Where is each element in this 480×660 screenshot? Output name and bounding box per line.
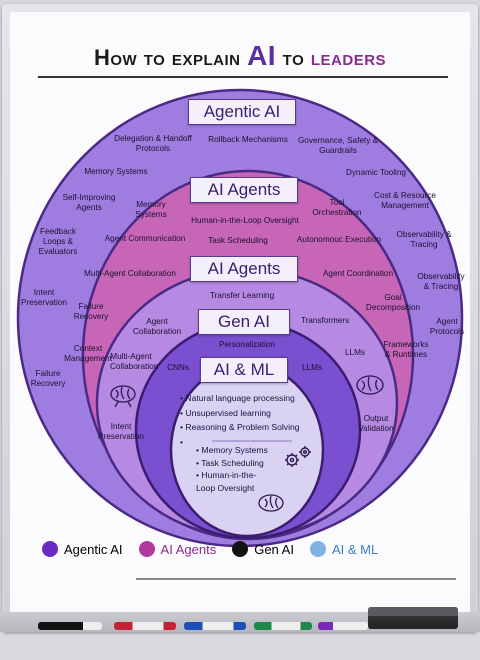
label-context-management: Context Management [64, 344, 112, 363]
whiteboard-eraser[interactable] [368, 607, 458, 629]
legend-label: Gen AI [254, 541, 294, 557]
label-rollback: Rollback Mechanisms [208, 135, 288, 144]
label-autonomous-execution: Autonomouc Execution [296, 235, 382, 244]
label-multi-agent-collab-outer: Multi-Agent Collaboration [84, 269, 176, 278]
list-item: Human-in-the-Loop Oversight [196, 469, 266, 494]
black-marker[interactable] [38, 622, 102, 630]
label-dynamic-tooling: Dynamic Tooling [346, 168, 406, 177]
brain-icon [356, 375, 384, 395]
brain-icon [258, 494, 284, 512]
label-personalization: Personalization [219, 340, 275, 349]
label-llms-outer: LLMs [344, 348, 366, 357]
brain-icon [110, 385, 136, 408]
label-task-scheduling: Task Scheduling [208, 236, 268, 245]
legend-dot [309, 541, 326, 557]
label-human-in-the-loop: Human-in-the-Loop Oversight [191, 216, 299, 225]
gears-icon [285, 446, 311, 467]
legend-label: AI Agents [160, 541, 217, 557]
legend-item-gen-ai: Gen AI [232, 541, 294, 557]
label-multi-agent-collaboration: Multi-Agent Collaboration [110, 352, 159, 371]
label-memory-systems: Memory Systems [135, 200, 167, 219]
green-marker[interactable] [254, 622, 312, 630]
title-part-ai: AI [247, 40, 277, 71]
label-tool-orchestration: Tool Orchestration [312, 198, 362, 217]
label-llms: LLMs [301, 363, 323, 372]
blue-marker[interactable] [184, 622, 246, 630]
label-governance: Governance, Safety & Guardrails [297, 136, 379, 155]
list-item: Task Scheduling [196, 457, 268, 470]
label-output-validation: Output Validation [358, 414, 394, 433]
legend-dot [232, 541, 249, 557]
label-memory-systems-outer: Memory Systems [84, 167, 148, 176]
banner-gen-ai: Gen AI [198, 309, 290, 335]
banner-ai-agents: AI Agents [190, 177, 298, 203]
list-item: Memory Systems [196, 444, 267, 457]
board-line [136, 578, 456, 580]
label-failure-recovery: Failure Recovery [73, 302, 109, 321]
label-transfer-learning: Transfer Learning [209, 291, 275, 300]
label-cost-resource: Cost & Resource Management [374, 191, 436, 210]
label-goal-decomposition: Goal Decomposition [365, 293, 421, 312]
label-observability-2: Observability & Tracing [417, 272, 465, 291]
list-item: Reasoning & Problem Solving [180, 420, 299, 435]
label-frameworks-runtimes: Frameworks & Runtimes [383, 340, 429, 359]
label-self-improving: Self-Improving Agents [62, 193, 116, 212]
label-agent-coordination: Agent Coordination [322, 269, 394, 278]
aiml-bullet-list: Natural language processing Unsupervised… [180, 391, 300, 449]
legend-item-ai-agents: AI Agents [138, 541, 217, 557]
title-part-to: to [276, 45, 311, 70]
label-intent-preservation: Intent Preservation [98, 422, 144, 441]
label-intent-preservation-outer: Intent Preservation [21, 288, 67, 307]
label-cnns: CNNs [167, 363, 189, 372]
banner-ai-ml: AI & ML [200, 357, 288, 383]
label-agent-communication: Agent Communication [104, 234, 186, 243]
page-title: How to explain AI to leaders [0, 40, 480, 72]
banner-agentic-ai: Agentic AI [188, 99, 296, 125]
legend-item-ai-ml: AI & ML [309, 541, 379, 557]
title-underline [38, 76, 448, 78]
list-item: Unsupervised learning [180, 406, 300, 421]
label-agent-collaboration: Agent Collaboration [132, 317, 182, 336]
legend-label: AI & ML [331, 541, 379, 557]
label-failure-recovery-outer: Failure Recovery [30, 369, 66, 388]
legend-dot [138, 541, 155, 557]
list-item: Natural language processing [180, 391, 300, 406]
label-feedback-loops: Feedback Loops & Evaluators [38, 227, 78, 256]
purple-marker[interactable] [318, 622, 368, 630]
red-marker[interactable] [114, 622, 176, 630]
legend-label: Agentic AI [64, 541, 123, 557]
legend: Agentic AI AI Agents Gen AI AI & ML [42, 541, 378, 557]
label-agent-protocols: Agent Protocols [429, 317, 465, 336]
title-part-how: How to explain [93, 45, 248, 70]
banner-ai-agents-inner: AI Agents [190, 256, 298, 282]
legend-dot [42, 541, 58, 557]
aiml-sub-list: Memory Systems Task Scheduling Human-in-… [196, 444, 268, 494]
legend-item-agentic-ai: Agentic AI [42, 541, 123, 557]
label-delegation: Delegation & Handoff Protocols [114, 134, 192, 153]
label-observability-1: Observability & Tracing [396, 230, 452, 249]
label-transformers: Transformers [300, 316, 350, 325]
title-part-leaders: leaders [310, 45, 387, 70]
